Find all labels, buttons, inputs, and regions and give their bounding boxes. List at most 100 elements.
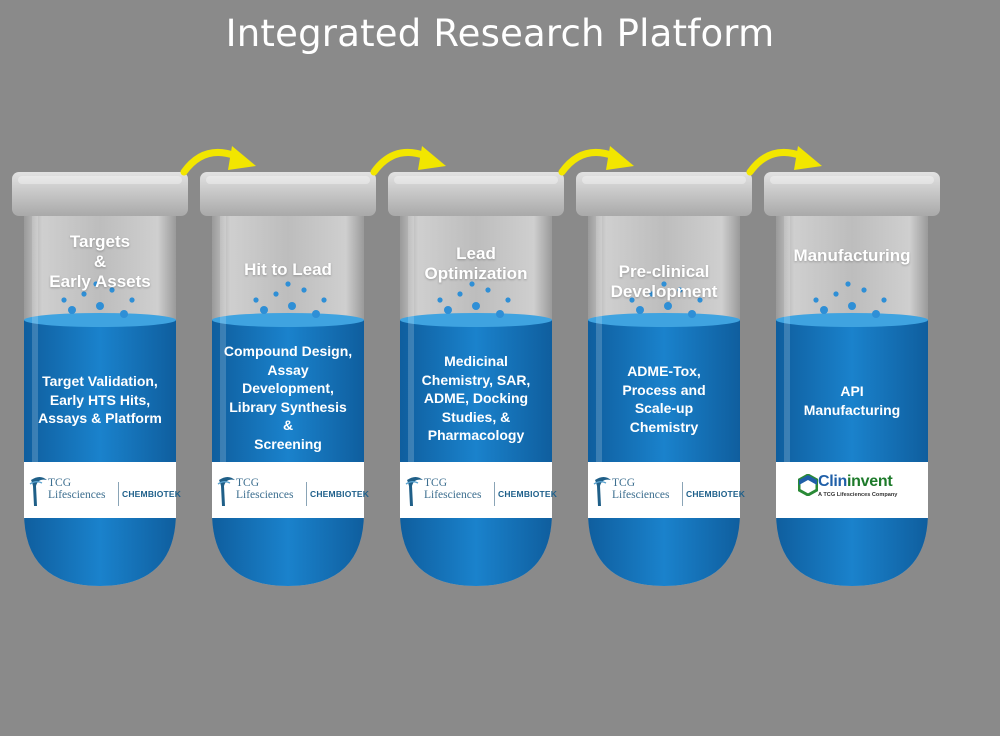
cap-shine [582, 176, 746, 184]
tcg-swirl-icon [29, 477, 47, 506]
bubble [81, 291, 87, 297]
cap-shine [770, 176, 934, 184]
bubble [129, 297, 135, 303]
bubble [301, 287, 307, 293]
tube-liquid [24, 320, 176, 586]
bubble [677, 287, 683, 293]
page-title: Integrated Research Platform [225, 12, 775, 55]
liquid-surface [24, 313, 176, 327]
tcg-wordmark: TCG Lifesciences [424, 477, 481, 501]
clin-label: Clin [818, 473, 848, 490]
stage-description: Compound Design, Assay Development, Libr… [223, 343, 353, 452]
bubble [485, 287, 491, 293]
tcg-chembiotek-logo: TCG Lifesciences CHEMBIOTEK [216, 474, 369, 508]
logo-divider [494, 482, 495, 506]
bubble [872, 310, 880, 318]
logo-divider [306, 482, 307, 506]
logo-label: TCG Lifesciences CHEMBIOTEK [588, 462, 745, 518]
tube-cap [388, 172, 564, 216]
logo-label: TCG Lifesciences CHEMBIOTEK [212, 462, 369, 518]
tcg-wordmark: TCG Lifesciences [612, 477, 669, 501]
cap-shine [18, 176, 182, 184]
stage-title: Lead Optimization [424, 244, 528, 283]
liquid-surface [400, 313, 552, 327]
logo-divider [682, 482, 683, 506]
tcg-swirl-icon [593, 477, 611, 506]
tube-cap [12, 172, 188, 216]
clininvent-wordmark: Clininvent [818, 473, 893, 491]
tcg-swirl-icon [405, 477, 423, 506]
stage-description: API Manufacturing [803, 383, 901, 418]
tcg-label: TCG [236, 477, 259, 489]
chembiotek-label: CHEMBIOTEK [686, 489, 746, 499]
tcg-chembiotek-logo: TCG Lifesciences CHEMBIOTEK [28, 474, 181, 508]
chembiotek-label: CHEMBIOTEK [498, 489, 558, 499]
bubble [861, 287, 867, 293]
tcg-chembiotek-logo: TCG Lifesciences CHEMBIOTEK [404, 474, 557, 508]
bubble [253, 297, 259, 303]
chembiotek-label: CHEMBIOTEK [310, 489, 370, 499]
bubble [260, 306, 268, 314]
bubble [288, 302, 296, 310]
tcg-wordmark: TCG Lifesciences [236, 477, 293, 501]
tcg-wordmark: TCG Lifesciences [48, 477, 105, 501]
bubble [881, 297, 887, 303]
bubble [312, 310, 320, 318]
tcg-label: TCG [48, 477, 71, 489]
bubble [96, 302, 104, 310]
bubble [848, 302, 856, 310]
glass-highlight [408, 216, 414, 502]
bubble [61, 297, 67, 303]
chembiotek-label: CHEMBIOTEK [122, 489, 182, 499]
tube-liquid [212, 320, 364, 586]
bubble [68, 306, 76, 314]
tube-cap [576, 172, 752, 216]
tube-cap [764, 172, 940, 216]
glass-highlight [596, 216, 602, 502]
bubble [469, 281, 475, 287]
tube-cap [200, 172, 376, 216]
bubble [845, 281, 851, 287]
liquid-surface [776, 313, 928, 327]
glass-highlight [220, 216, 226, 502]
lifesciences-label: Lifesciences [424, 489, 482, 501]
cap-shine [206, 176, 370, 184]
tcg-label: TCG [612, 477, 635, 489]
stage-title: Manufacturing [793, 246, 911, 265]
bubble [833, 291, 839, 297]
bubble [820, 306, 828, 314]
tube-liquid [776, 320, 928, 586]
flow-arrow-icon [180, 146, 256, 176]
hexagon-icon [798, 474, 818, 496]
logo-label: Clininvent A TCG Lifesciences Company [776, 462, 928, 518]
flow-arrow-icon [370, 146, 446, 176]
tcg-label: TCG [424, 477, 447, 489]
tcg-chembiotek-logo: TCG Lifesciences CHEMBIOTEK [592, 474, 745, 508]
lifesciences-label: Lifesciences [48, 489, 106, 501]
bubble [457, 291, 463, 297]
bubble [664, 302, 672, 310]
bubble [472, 302, 480, 310]
cap-shine [394, 176, 558, 184]
tube-liquid [400, 320, 552, 586]
stage-title: Hit to Lead [244, 260, 332, 279]
bubble [661, 281, 667, 287]
invent-label: invent [847, 473, 893, 490]
logo-divider [118, 482, 119, 506]
flow-arrow-icon [746, 146, 822, 176]
stage-description: Medicinal Chemistry, SAR, ADME, Docking … [421, 353, 531, 443]
liquid-surface [212, 313, 364, 327]
bubble [813, 297, 819, 303]
flow-arrow-icon [558, 146, 634, 176]
liquid-surface [588, 313, 740, 327]
bubble [636, 306, 644, 314]
bubble [629, 297, 635, 303]
bubble [120, 310, 128, 318]
stage-description: Target Validation, Early HTS Hits, Assay… [38, 373, 162, 426]
clininvent-logo: Clininvent A TCG Lifesciences Company [798, 473, 918, 506]
stage-title: Pre-clinical Development [610, 262, 718, 301]
